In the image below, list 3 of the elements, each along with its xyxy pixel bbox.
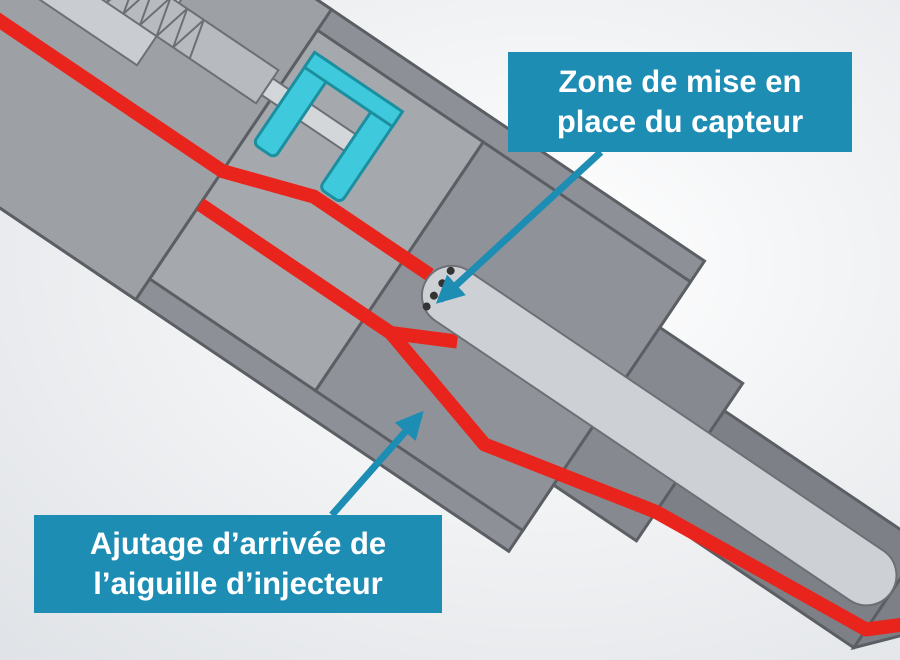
callout-label: Zone de mise en place du capteur bbox=[508, 52, 852, 152]
callout-label: Ajutage d’arrivée de l’aiguille d’injecteur bbox=[34, 515, 442, 613]
leader-arrow bbox=[329, 410, 424, 518]
